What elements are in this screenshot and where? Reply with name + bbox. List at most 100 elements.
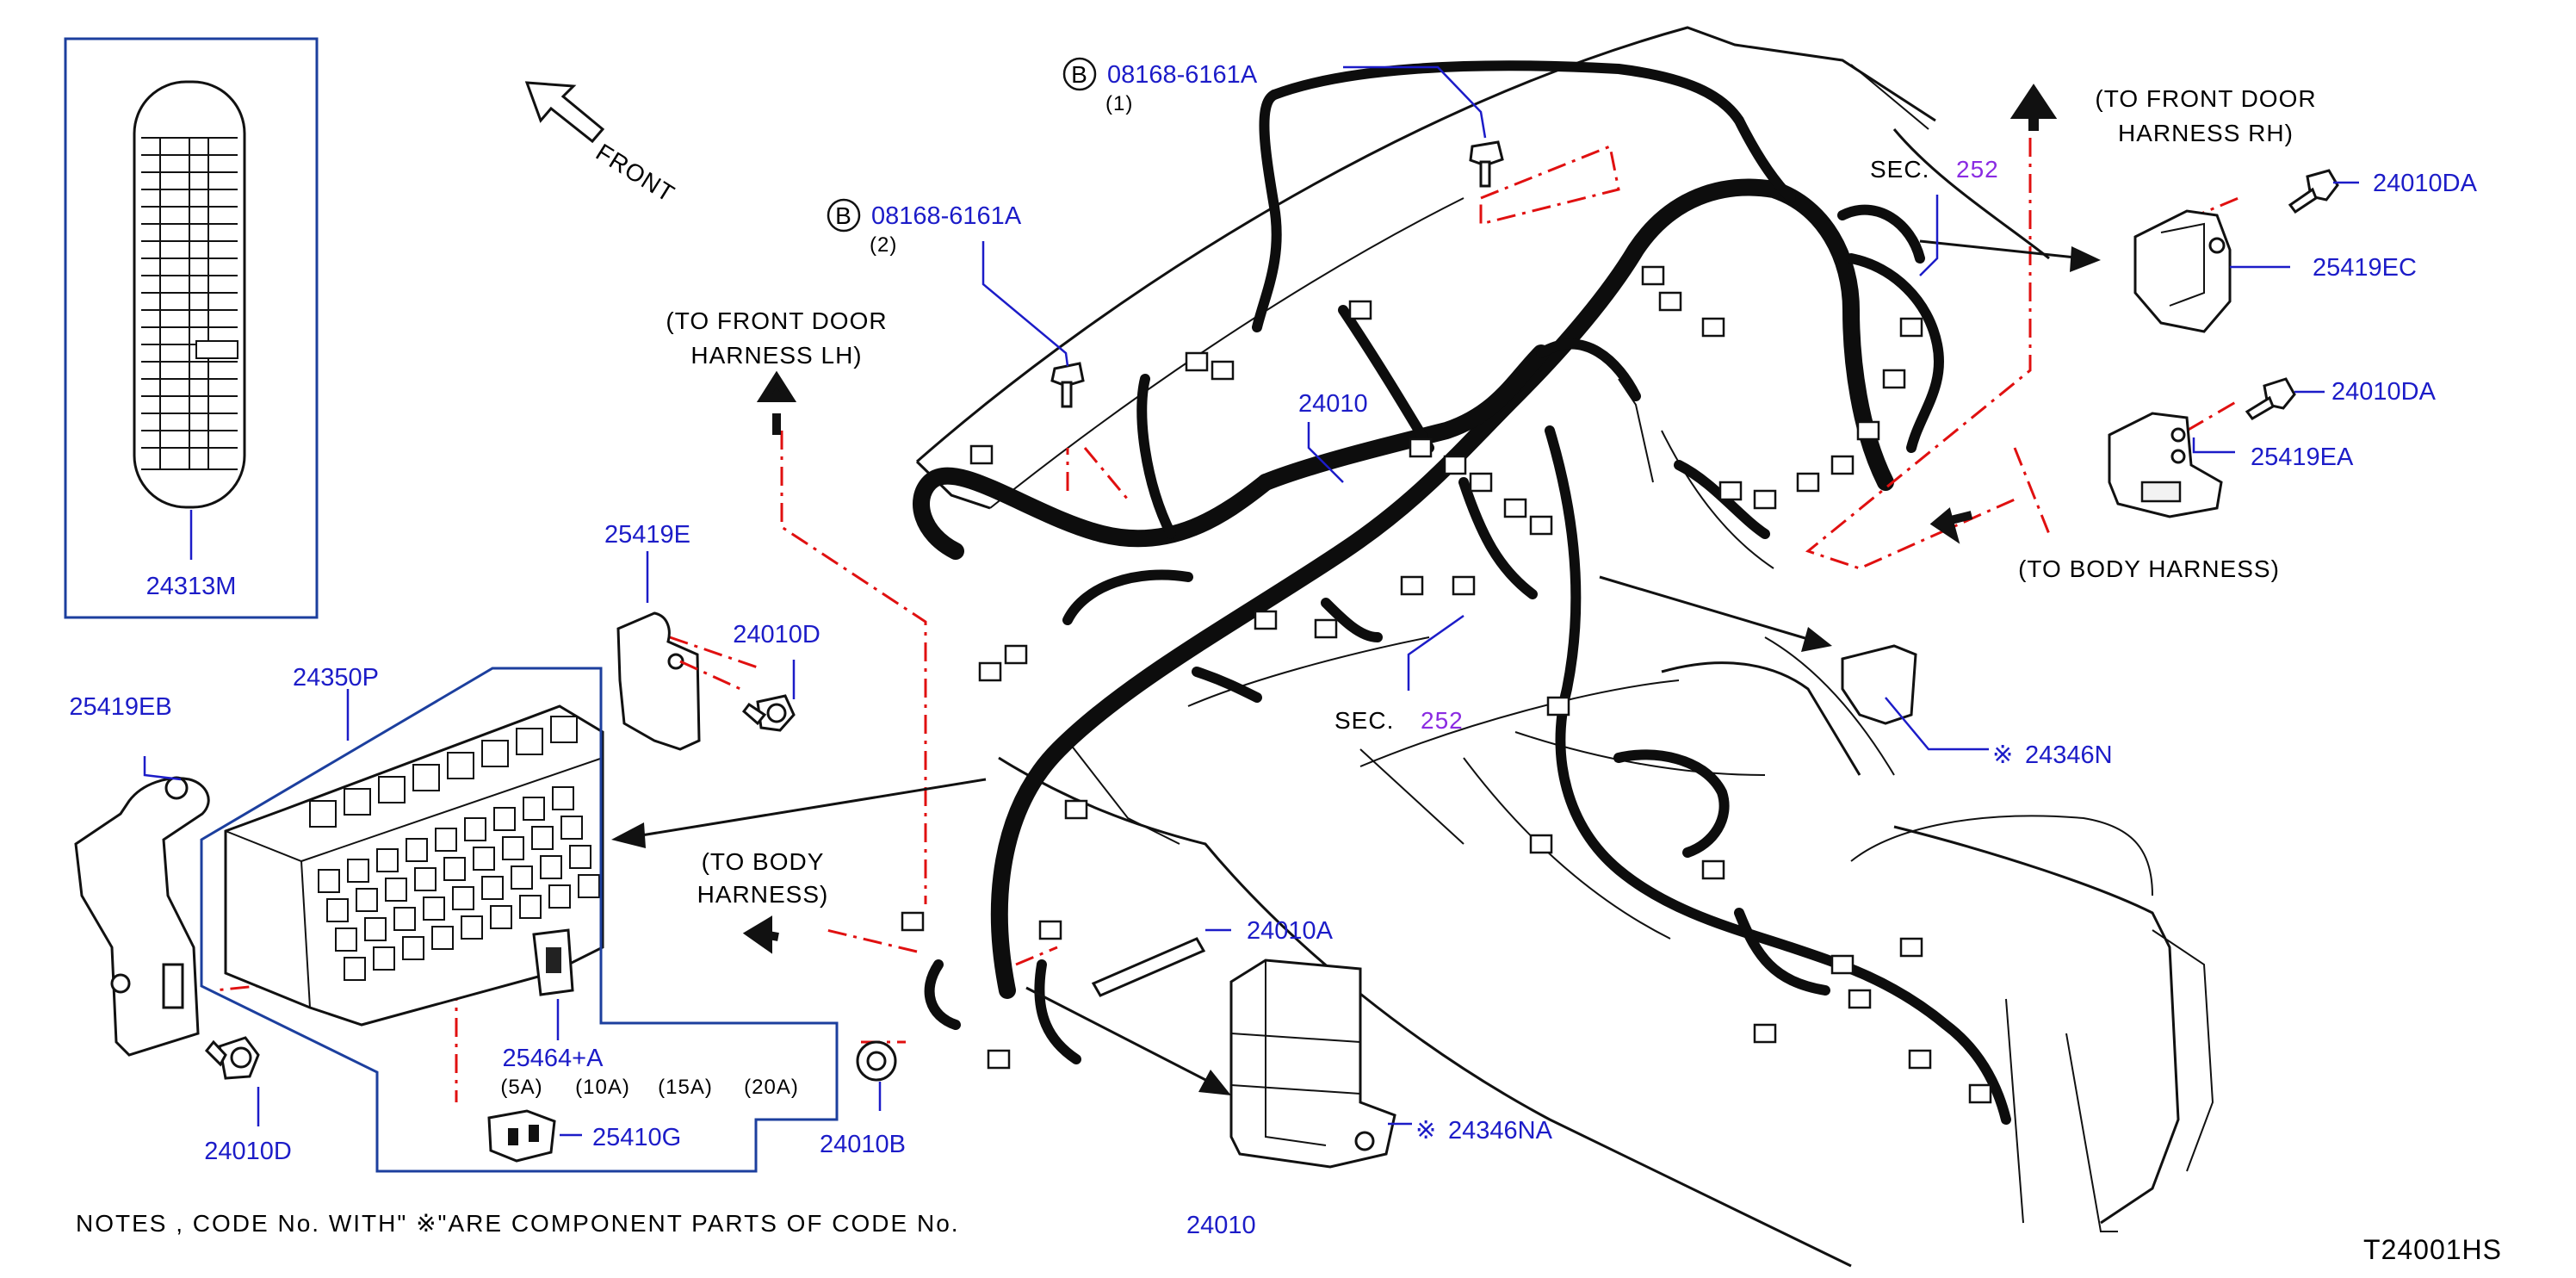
main-wiring-harness-24010 (913, 60, 2011, 1125)
harness-connector (1443, 455, 1467, 475)
part-08168-6161A-1: 08168-6161A (1107, 61, 1258, 89)
harness-connector (1882, 369, 1906, 389)
front-arrow-icon (524, 81, 605, 144)
reference-dash-lines (214, 138, 2239, 1102)
harness-connector (1348, 300, 1372, 320)
sec-number-lower: 252 (1421, 707, 1464, 734)
harness-connector (1753, 1023, 1777, 1044)
mounting-bolt-1 (1469, 140, 1504, 188)
screw-24010DA-mid (2245, 377, 2296, 420)
part-24010DA-top: 24010DA (2373, 170, 2478, 197)
part-25419E: 25419E (604, 521, 690, 549)
harness-connector (1529, 515, 1553, 536)
part-24010B: 24010B (820, 1131, 906, 1158)
part-24010D-bottom: 24010D (204, 1138, 292, 1165)
fuse-rating-5A: (5A) (500, 1076, 542, 1099)
badge-b-icon (827, 198, 861, 233)
harness-connector (1064, 799, 1088, 820)
badge-b-letter: B (835, 202, 852, 229)
harness-connector (1830, 954, 1855, 975)
front-label: FRONT (591, 139, 679, 208)
harness-connector (1503, 498, 1527, 518)
harness-connector (1452, 575, 1476, 596)
fuse-ratings: (5A) (10A) (15A) (20A) (500, 1076, 799, 1099)
badge-b-letter: B (1071, 61, 1088, 88)
callout-bolt-1: B 08168-6161A (1) (1062, 57, 1258, 115)
bracket-24346N (1841, 644, 1917, 725)
fuse-rating-10A: (10A) (575, 1076, 630, 1099)
harness-connector (1908, 1049, 1932, 1070)
qty-1: (1) (1105, 92, 1133, 115)
diagram-code: T24001HS (2363, 1234, 2502, 1265)
qty-2: (2) (870, 233, 897, 257)
part-24010DA-mid: 24010DA (2331, 378, 2437, 406)
harness-connector (1254, 610, 1278, 630)
part-24010D-top: 24010D (733, 621, 820, 648)
harness-connector (1848, 989, 1872, 1009)
harness-connector (1038, 920, 1062, 940)
notes-code: 24010 (1186, 1212, 1256, 1239)
ref-front-door-rh-line1: (TO FRONT DOOR (2095, 85, 2316, 112)
part-25419EB: 25419EB (69, 693, 171, 721)
part-24350P: 24350P (293, 664, 379, 692)
bracket-25419EB (74, 776, 210, 1057)
ref-front-door-rh-line2: HARNESS RH) (2118, 120, 2294, 146)
harness-connector (1753, 489, 1777, 510)
part-24010: 24010 (1298, 390, 1368, 418)
harness-connector (1314, 618, 1338, 639)
harness-connectors (901, 265, 1992, 1104)
ref-body-harness-left-line2: HARNESS) (697, 881, 829, 908)
harness-connector (1529, 834, 1553, 854)
callout-bolt-2: B 08168-6161A (2) (827, 198, 1022, 257)
notes-footer: NOTES , CODE No. WITH" ※"ARE COMPONENT P… (76, 1210, 1256, 1239)
direction-arrows (611, 84, 2101, 1095)
bracket-25419E (616, 611, 741, 751)
harness-connector (1718, 481, 1743, 501)
part-25419EA: 25419EA (2251, 444, 2354, 471)
harness-connector (969, 444, 994, 465)
notes-text: NOTES , CODE No. WITH" ※"ARE COMPONENT P… (76, 1210, 960, 1237)
component-mark-24346N: ※ (1992, 741, 2013, 769)
screw-24010DA-top (2288, 169, 2339, 214)
part-24346N: 24346N (2025, 741, 2113, 769)
harness-connector (1185, 351, 1209, 372)
part-24346NA: 24346NA (1448, 1117, 1553, 1145)
harness-connector (987, 1049, 1011, 1070)
badge-b-icon (1062, 57, 1097, 91)
fuse-25464A (532, 928, 574, 996)
harness-connector (1899, 317, 1923, 338)
harness-connector (1968, 1083, 1992, 1104)
fuse-rating-15A: (15A) (658, 1076, 713, 1099)
stud-24010A (1091, 937, 1206, 997)
harness-connector (1641, 265, 1665, 286)
harness-connector (1546, 696, 1570, 717)
sec-label-upper: SEC. (1870, 156, 1929, 183)
harness-connector (1400, 575, 1424, 596)
harness-connector (1830, 455, 1855, 475)
ref-body-harness-left-line1: (TO BODY (702, 848, 825, 875)
inset-fuse-label-panel: 24313M (64, 37, 319, 619)
harness-connector (1701, 317, 1725, 338)
part-25410G: 25410G (592, 1124, 681, 1151)
ref-front-door-lh-line1: (TO FRONT DOOR (666, 307, 887, 334)
harness-connector (1856, 420, 1880, 441)
part-25464A: 25464+A (503, 1045, 604, 1072)
harness-connector (1469, 472, 1493, 493)
component-mark-24346NA: ※ (1415, 1117, 1436, 1145)
harness-connector (1899, 937, 1923, 958)
front-direction-indicator: FRONT (524, 81, 679, 208)
ref-front-door-lh-line2: HARNESS LH) (690, 342, 862, 369)
bolt-24010D-bottom (204, 1036, 260, 1080)
harness-connector (1701, 859, 1725, 880)
mounting-bolt-2 (1050, 362, 1085, 408)
harness-connector (1004, 644, 1028, 665)
nut-24010B (856, 1040, 897, 1082)
part-24313M: 24313M (146, 573, 237, 600)
harness-connector (1211, 360, 1235, 381)
ref-body-harness-right: (TO BODY HARNESS) (2018, 555, 2280, 582)
harness-connector (901, 911, 925, 932)
leader-lines (143, 65, 2359, 1137)
fuse-rating-20A: (20A) (744, 1076, 799, 1099)
part-25419EC: 25419EC (2313, 254, 2417, 282)
